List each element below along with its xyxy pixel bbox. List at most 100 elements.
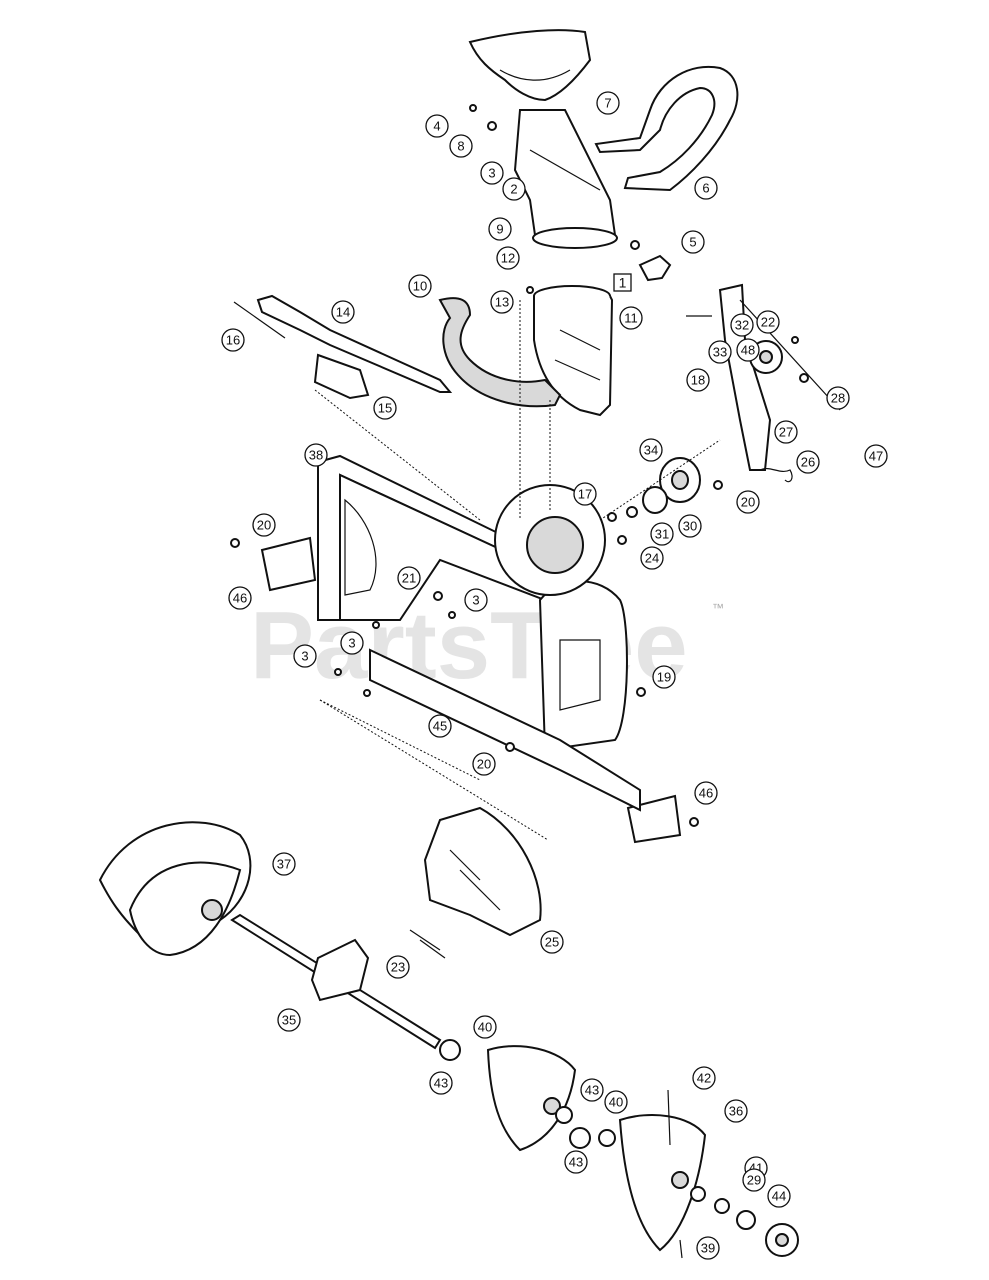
callout-circle <box>730 313 754 337</box>
callout-40: 40 <box>473 1015 497 1039</box>
callout-circle <box>488 217 512 241</box>
callout-circle <box>277 1008 301 1032</box>
callout-46: 46 <box>694 781 718 805</box>
callout-circle <box>708 340 732 364</box>
callout-circle <box>573 482 597 506</box>
callout-19: 19 <box>652 665 676 689</box>
callout-20: 20 <box>472 752 496 776</box>
callout-15: 15 <box>373 396 397 420</box>
callout-circle <box>221 328 245 352</box>
callout-number: 26 <box>801 455 815 470</box>
chute-ring-gear <box>438 297 562 408</box>
callout-circle <box>756 310 780 334</box>
callout-17: 17 <box>573 482 597 506</box>
callout-number: 2 <box>510 182 517 197</box>
belt-pulley <box>642 457 701 514</box>
callout-number: 3 <box>472 593 479 608</box>
callout-20: 20 <box>736 490 760 514</box>
callout-3: 3 <box>340 631 364 655</box>
callout-39: 39 <box>696 1236 720 1260</box>
callout-number: 19 <box>657 670 671 685</box>
callout-24: 24 <box>640 546 664 570</box>
callout-number: 43 <box>434 1076 448 1091</box>
callout-circle <box>767 1184 791 1208</box>
callout-circle <box>681 230 705 254</box>
callout-21: 21 <box>397 566 421 590</box>
callout-circle <box>272 852 296 876</box>
callout-circle <box>293 644 317 668</box>
callout-circle <box>496 246 520 270</box>
gear-case-housing <box>423 806 542 937</box>
callout-circle <box>408 274 432 298</box>
callout-circle <box>252 513 276 537</box>
callout-number: 3 <box>301 649 308 664</box>
scraper-bar <box>369 648 641 812</box>
callout-circle <box>480 161 504 185</box>
callout-number: 23 <box>391 960 405 975</box>
callout-7: 7 <box>596 91 620 115</box>
callout-circle <box>678 514 702 538</box>
callout-47: 47 <box>864 444 888 468</box>
callout-number: 35 <box>282 1013 296 1028</box>
callout-number: 18 <box>691 373 705 388</box>
callout-2: 2 <box>502 177 526 201</box>
callout-36: 36 <box>724 1099 748 1123</box>
callout-number: 15 <box>378 401 392 416</box>
callout-circle <box>472 752 496 776</box>
callout-16: 16 <box>221 328 245 352</box>
callout-circle <box>724 1099 748 1123</box>
callout-20: 20 <box>252 513 276 537</box>
callout-33: 33 <box>708 340 732 364</box>
callout-30: 30 <box>678 514 702 538</box>
callout-number: 14 <box>336 305 350 320</box>
callout-8: 8 <box>449 134 473 158</box>
callout-number: 28 <box>831 391 845 406</box>
callout-circle <box>694 781 718 805</box>
callout-number: 47 <box>869 449 883 464</box>
callout-circle <box>619 306 643 330</box>
callout-43: 43 <box>564 1150 588 1174</box>
callout-46: 46 <box>228 586 252 610</box>
callout-circle <box>736 490 760 514</box>
callout-number: 20 <box>741 495 755 510</box>
callout-3: 3 <box>293 644 317 668</box>
callout-number: 8 <box>457 139 464 154</box>
callout-circle <box>397 566 421 590</box>
callout-circle <box>774 420 798 444</box>
callout-number: 40 <box>609 1095 623 1110</box>
callout-circle <box>686 368 710 392</box>
callout-circle <box>640 546 664 570</box>
callout-circle <box>473 1015 497 1039</box>
callout-number: 17 <box>578 487 592 502</box>
callout-number: 38 <box>309 448 323 463</box>
callout-circle <box>692 1066 716 1090</box>
callout-25: 25 <box>540 930 564 954</box>
callout-circle <box>373 396 397 420</box>
callout-circle <box>864 444 888 468</box>
callout-number: 43 <box>569 1155 583 1170</box>
callout-43: 43 <box>580 1078 604 1102</box>
callout-9: 9 <box>488 217 512 241</box>
callout-22: 22 <box>756 310 780 334</box>
callout-circle <box>340 631 364 655</box>
callout-number: 46 <box>699 786 713 801</box>
callout-circle <box>304 443 328 467</box>
callout-number: 40 <box>478 1020 492 1035</box>
auger-right-outer <box>618 1114 707 1252</box>
callout-circle <box>490 290 514 314</box>
callout-number: 37 <box>277 857 291 872</box>
callout-37: 37 <box>272 852 296 876</box>
callout-number: 25 <box>545 935 559 950</box>
callout-48: 48 <box>736 338 760 362</box>
chute-handle <box>594 65 739 192</box>
callout-number: 20 <box>257 518 271 533</box>
callout-circle <box>604 1090 628 1114</box>
callout-43: 43 <box>429 1071 453 1095</box>
callout-number: 33 <box>713 345 727 360</box>
callout-circle <box>502 177 526 201</box>
callout-circle <box>331 300 355 324</box>
callout-29: 29 <box>742 1168 766 1192</box>
callout-number: 11 <box>624 311 638 326</box>
callout-18: 18 <box>686 368 710 392</box>
